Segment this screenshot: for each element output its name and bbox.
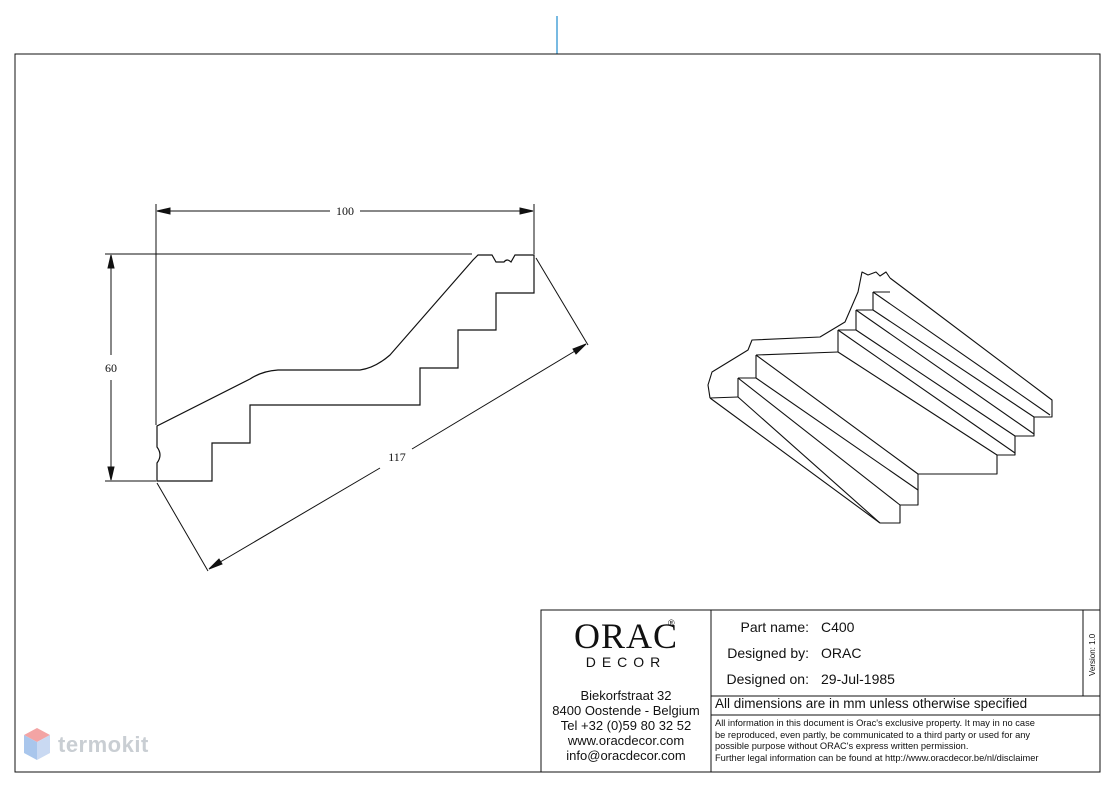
title-block-grid bbox=[540, 609, 1101, 773]
designed-by-value: ORAC bbox=[821, 645, 862, 661]
termokit-watermark: termokit bbox=[22, 725, 149, 765]
address-line: 8400 Oostende - Belgium bbox=[552, 703, 700, 718]
logo-registered: ® bbox=[668, 618, 675, 628]
legal-line: All information in this document is Orac… bbox=[715, 718, 1035, 728]
website-link[interactable]: www.oracdecor.com bbox=[567, 733, 685, 748]
dimensions-note: All dimensions are in mm unless otherwis… bbox=[715, 696, 1028, 711]
legal-line: Further legal information can be found a… bbox=[715, 752, 1039, 763]
isometric-view bbox=[707, 271, 1053, 524]
email-link[interactable]: info@oracdecor.com bbox=[566, 748, 686, 763]
logo-sub-text: DECOR bbox=[585, 654, 667, 670]
dim-height-label: 60 bbox=[105, 361, 117, 375]
watermark-text: termokit bbox=[58, 732, 149, 757]
orac-logo: ORAC ® DECOR Biekorfstraat 32 8400 Ooste… bbox=[541, 610, 711, 772]
dimension-width bbox=[155, 204, 535, 425]
designed-on-label: Designed on: bbox=[726, 671, 809, 687]
cube-logo-icon bbox=[24, 728, 50, 760]
dim-diagonal-label: 117 bbox=[388, 450, 406, 464]
part-name-value: C400 bbox=[821, 619, 855, 635]
designed-by-label: Designed by: bbox=[727, 645, 809, 661]
phone-line: Tel +32 (0)59 80 32 52 bbox=[560, 718, 692, 733]
part-name-label: Part name: bbox=[740, 619, 809, 635]
title-block: ORAC ® DECOR Biekorfstraat 32 8400 Ooste… bbox=[541, 610, 1100, 772]
address-line: Biekorfstraat 32 bbox=[580, 688, 672, 703]
version-label: Version: 1.0 bbox=[1088, 633, 1097, 676]
dimension-height bbox=[105, 253, 472, 482]
legal-notice: All information in this document is Orac… bbox=[715, 718, 1095, 764]
company-address: Biekorfstraat 32 8400 Oostende - Belgium… bbox=[541, 688, 711, 763]
legal-line: be reproduced, even partly, be communica… bbox=[715, 729, 1031, 740]
dim-width-label: 100 bbox=[336, 204, 354, 218]
dimension-diagonal bbox=[156, 257, 589, 572]
legal-line: possible purpose without ORAC's express … bbox=[715, 741, 969, 751]
profile-section bbox=[156, 254, 535, 482]
logo-main-text: ORAC bbox=[573, 616, 679, 656]
designed-on-value: 29-Jul-1985 bbox=[821, 671, 895, 687]
